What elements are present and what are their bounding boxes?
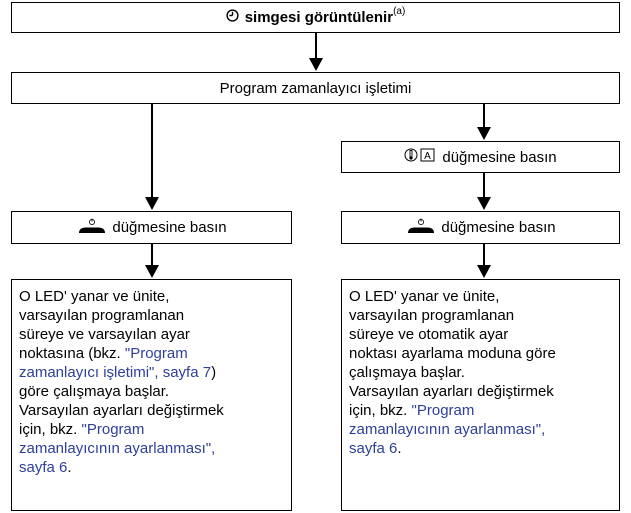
text-line: sayfa 6. xyxy=(19,458,283,477)
svg-text:A: A xyxy=(425,151,432,162)
timer-indicator-text: simgesi görüntülenir xyxy=(244,9,394,26)
text-plain: . xyxy=(67,459,72,476)
text-line: varsayılan programlanan xyxy=(349,307,515,324)
default-program-description: O LED' yanar ve ünite, varsayılan progra… xyxy=(11,279,292,511)
text-line: çalışmaya başlar. xyxy=(349,364,465,381)
text-plain: için, bkz. xyxy=(19,421,82,438)
link-program-timer-settings[interactable]: sayfa 6 xyxy=(349,440,398,457)
power-button-step-box-right: düğmesine basın xyxy=(341,211,620,244)
arrow-head xyxy=(477,197,491,210)
text-line: varsayılan programlanan xyxy=(19,307,185,324)
link-program-timer-settings[interactable]: "Program xyxy=(411,402,475,419)
arrow-head xyxy=(145,265,159,278)
power-button-step-box-left: düğmesine basın xyxy=(11,211,292,244)
power-button-icon xyxy=(76,218,108,238)
text-line: Varsayılan ayarları değiştirmek xyxy=(19,402,224,419)
text-line: zamanlayıcı işletimi", sayfa 7) xyxy=(19,363,283,382)
program-timer-text: Program zamanlayıcı işletimi xyxy=(219,79,412,97)
power-button-icon xyxy=(405,218,437,238)
text-plain: . xyxy=(397,440,402,457)
timer-indicator-box: simgesi görüntülenir(a) xyxy=(11,2,620,33)
arrow-head xyxy=(477,127,491,140)
text-line: sayfa 6. xyxy=(349,439,611,458)
mode-button-step-text: düğmesine basın xyxy=(442,148,557,166)
mode-button-step-box: A düğmesine basın xyxy=(341,141,620,173)
footnote-marker: (a) xyxy=(393,6,406,17)
text-line: zamanlayıcının ayarlanması", xyxy=(349,420,611,439)
text-line: noktası ayarlama moduna göre xyxy=(349,345,556,362)
text-plain: noktasına (bkz. xyxy=(19,345,125,362)
text-line: süreye ve varsayılan ayar xyxy=(19,326,190,343)
auto-setpoint-description: O LED' yanar ve ünite, varsayılan progra… xyxy=(341,279,620,511)
text-line: O LED' yanar ve ünite, xyxy=(19,288,170,305)
link-program-timer-settings[interactable]: zamanlayıcının ayarlanması", xyxy=(19,440,216,457)
text-line: için, bkz. "Program xyxy=(19,420,283,439)
link-program-timer-settings[interactable]: sayfa 6 xyxy=(19,459,68,476)
text-line: için, bkz. "Program xyxy=(349,401,611,420)
text-line: noktasına (bkz. "Program xyxy=(19,344,283,363)
text-plain: için, bkz. xyxy=(349,402,412,419)
link-program-timer-settings[interactable]: zamanlayıcının ayarlanması", xyxy=(349,421,546,438)
text-line: zamanlayıcının ayarlanması", xyxy=(19,439,283,458)
text-line: Varsayılan ayarları değiştirmek xyxy=(349,383,554,400)
link-program-timer-operation[interactable]: "Program xyxy=(124,345,188,362)
link-program-timer-operation[interactable]: zamanlayıcı işletimi", sayfa 7 xyxy=(19,364,212,381)
program-timer-box: Program zamanlayıcı işletimi xyxy=(11,72,620,104)
link-program-timer-settings[interactable]: "Program xyxy=(81,421,145,438)
timer-clock-icon xyxy=(226,9,239,26)
mode-buttons-icon: A xyxy=(404,148,436,166)
power-button-step-text-right: düğmesine basın xyxy=(441,219,556,236)
text-line: göre çalışmaya başlar. xyxy=(19,383,170,400)
text-plain: ) xyxy=(211,364,217,381)
text-line: süreye ve otomatik ayar xyxy=(349,326,509,343)
arrow-head xyxy=(145,197,159,210)
power-button-step-text-left: düğmesine basın xyxy=(112,219,227,236)
arrow-head xyxy=(309,58,323,71)
text-line: O LED' yanar ve ünite, xyxy=(349,288,500,305)
arrow-head xyxy=(477,265,491,278)
